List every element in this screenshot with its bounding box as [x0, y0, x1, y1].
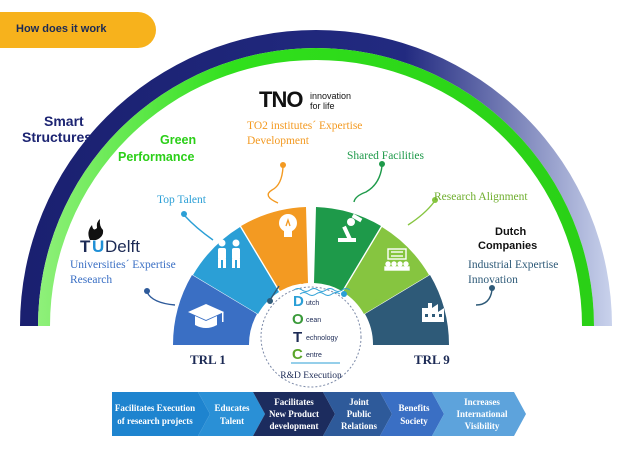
dotc-letter-c: C: [292, 346, 303, 363]
dotc-wave-icon: [293, 288, 351, 296]
tu-delft-logo: T U Delft: [80, 219, 140, 256]
arrow-public-relations-line1: Joint: [349, 397, 369, 407]
arrow-new-product-line1: Facilitates: [274, 397, 314, 407]
arrow-public-relations-line2: Public: [347, 409, 372, 419]
arrow-visibility: [432, 392, 526, 436]
arrow-educates-line1: Educates: [214, 403, 250, 413]
to2-label-line2: Development: [247, 135, 310, 147]
flame-icon: [88, 219, 104, 240]
segment-industrial: [365, 275, 450, 345]
arrow-public-relations-line3: Relations: [341, 421, 377, 431]
green-performance-label-line1: Green: [160, 133, 196, 147]
segment-top-talent: [193, 227, 279, 314]
tno-tagline-line1: innovation: [310, 91, 351, 101]
dotc-letter-o: O: [292, 311, 304, 328]
dotc-word-ocean: cean: [306, 317, 321, 324]
arrow-research-projects-line2: of research projects: [117, 416, 193, 426]
arrow-new-product-line3: development: [270, 421, 319, 431]
arrow-research-projects: [112, 392, 210, 436]
connector-lines: [146, 165, 493, 306]
arrow-research-projects-line1: Facilitates Execution: [115, 403, 195, 413]
factory-icon: [422, 303, 444, 322]
dotc-word-centre: entre: [306, 352, 322, 359]
smart-structures-label-line2: Structures: [22, 129, 92, 145]
team-meeting-icon: [384, 248, 410, 271]
dotc-word-dutch: utch: [306, 300, 319, 307]
arrow-educates-line2: Talent: [220, 416, 244, 426]
arrow-visibility-line2: International: [456, 409, 508, 419]
tu-logo-t: T: [80, 237, 91, 256]
research-alignment-label: Research Alignment: [434, 191, 528, 203]
arrow-benefits-society-line2: Society: [400, 416, 428, 426]
industrial-label-line2: Innovation: [468, 274, 518, 286]
top-talent-label: Top Talent: [157, 194, 207, 206]
dotc-word-technology: echnology: [306, 335, 338, 342]
dotc-caption: R&D Execution: [280, 371, 342, 381]
segment-shared-facilities: [314, 207, 381, 291]
tno-logo-text: TNO: [259, 87, 303, 112]
people-icon: [218, 239, 240, 268]
arrow-public-relations: [323, 392, 392, 436]
arrow-educates-talent: [198, 392, 265, 436]
smart-structures-label-line1: Smart: [44, 113, 84, 129]
robot-arm-icon: [338, 213, 363, 242]
to2-label-line1: TO2 institutes´ Expertise: [247, 120, 362, 132]
tno-tagline-line2: for life: [310, 101, 335, 111]
dutch-companies-line1: Dutch: [495, 226, 526, 238]
shared-facilities-label: Shared Facilities: [347, 150, 424, 162]
section-tab-label: How does it work: [16, 23, 107, 35]
dotc-letter-d: D: [293, 293, 304, 310]
arrow-visibility-line1: Increases: [464, 397, 500, 407]
lightbulb-icon: [279, 214, 297, 237]
universities-label-line2: Research: [70, 274, 112, 286]
dotc-letter-t: T: [293, 329, 302, 346]
section-tab: How does it work: [0, 12, 156, 48]
dutch-companies-line2: Companies: [478, 240, 537, 252]
trl-end-label: TRL 9: [414, 352, 450, 367]
industrial-label-line1: Industrial Expertise: [468, 259, 558, 271]
tno-logo: TNO innovation for life: [259, 87, 351, 112]
arrow-visibility-line3: Visibility: [465, 421, 500, 431]
trl-start-label: TRL 1: [190, 352, 226, 367]
arrow-new-product: [253, 392, 335, 436]
arrow-benefits-society-line1: Benefits: [399, 403, 430, 413]
arrow-new-product-line2: New Product: [269, 409, 319, 419]
tu-logo-delft: Delft: [105, 237, 140, 256]
universities-label-line1: Universities´ Expertise: [70, 259, 176, 271]
green-performance-label-line2: Performance: [118, 150, 194, 164]
dotc-circle: [260, 286, 362, 388]
connector-dots: [144, 161, 495, 305]
graduation-cap-icon: [188, 304, 224, 328]
arrow-benefits-society: [380, 392, 444, 436]
tu-logo-u: U: [92, 237, 104, 256]
benefits-arrow-bar: Facilitates Execution of research projec…: [112, 392, 526, 436]
